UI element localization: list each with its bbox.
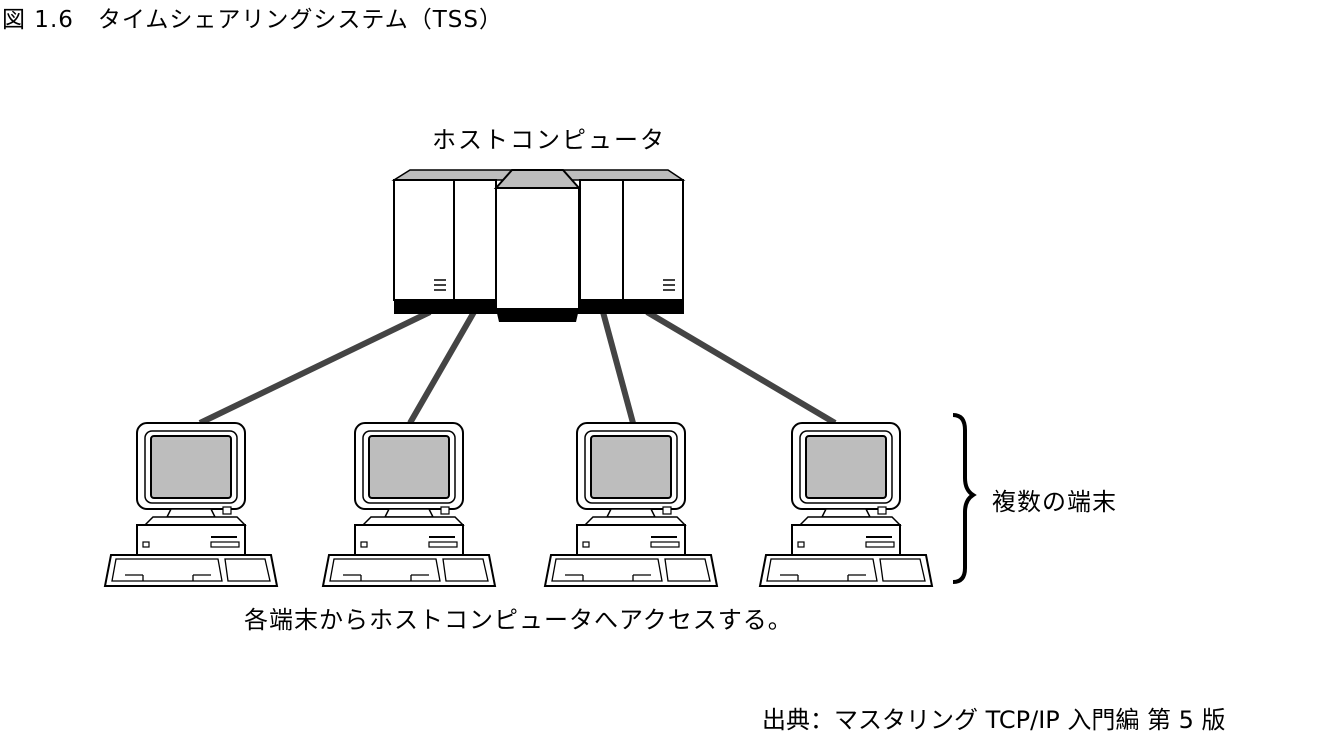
desktop-terminal-icon	[104, 422, 278, 587]
desktop-terminal-icon	[322, 422, 496, 587]
diagram-caption: 各端末からホストコンピュータへアクセスする。	[244, 606, 793, 634]
connection-line	[407, 310, 477, 425]
connection-line	[600, 311, 636, 424]
terminals	[104, 422, 933, 587]
right-curly-brace	[952, 413, 977, 584]
figure-title: 図 1.6 タイムシェアリングシステム（TSS）	[2, 7, 503, 33]
terminals-label: 複数の端末	[992, 488, 1117, 516]
desktop-terminal-icon	[759, 422, 933, 587]
mainframe-computer-icon	[391, 169, 686, 322]
connection-lines	[198, 309, 837, 426]
desktop-terminal-icon	[544, 422, 718, 587]
host-computer-label: ホストコンピュータ	[432, 126, 666, 154]
connection-line	[198, 309, 432, 426]
connection-line	[645, 309, 837, 426]
